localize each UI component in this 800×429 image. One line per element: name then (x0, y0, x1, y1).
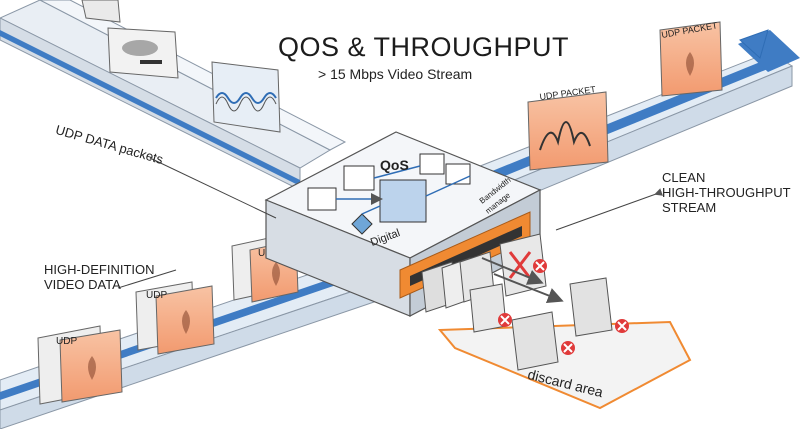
diagram-title: QOS & THROUGHPUT (278, 32, 570, 62)
clean-stream-label: CLEAN HIGH-THROUGHPUT STREAM (662, 170, 792, 215)
input-pipe-upper (0, 0, 347, 191)
hd-video-label: HIGH-DEFINITION VIDEO DATA (44, 262, 184, 292)
waveform-frame (211, 61, 281, 133)
reject-icon (615, 319, 629, 333)
udp-packet-input-1: UDP (37, 325, 123, 405)
leader-line (117, 269, 177, 289)
clean-line-3: STREAM (662, 200, 717, 215)
dropped-packet (569, 277, 613, 337)
leader-line (149, 157, 277, 219)
udp-packet-output-1: UDP PACKET (527, 84, 609, 171)
dropped-packet (511, 311, 559, 371)
udp-label: UDP (56, 336, 77, 347)
hd-video-line-2: VIDEO DATA (44, 277, 121, 292)
dropped-packet (421, 251, 495, 313)
reject-icon (498, 313, 512, 327)
output-arrow (739, 29, 769, 59)
clean-line-2: HIGH-THROUGHPUT (662, 185, 791, 200)
discard-area (437, 320, 692, 410)
image-frame (81, 0, 121, 23)
hd-video-line-1: HIGH-DEFINITION (44, 262, 155, 277)
image-frame (107, 27, 179, 79)
udp-packet-input-2: UDP (135, 281, 215, 355)
reject-icon (561, 341, 575, 355)
reject-icon (533, 259, 547, 273)
udp-label: UDP (146, 290, 167, 301)
udp-packet-output-2: UDP PACKET (659, 20, 723, 97)
qos-chip-label: QoS (380, 157, 409, 173)
drop-arrow (481, 257, 544, 285)
leader-line (555, 188, 664, 231)
drop-arrow (493, 273, 564, 304)
diagram-subtitle: > 15 Mbps Video Stream (318, 66, 473, 82)
clean-line-1: CLEAN (662, 170, 706, 185)
